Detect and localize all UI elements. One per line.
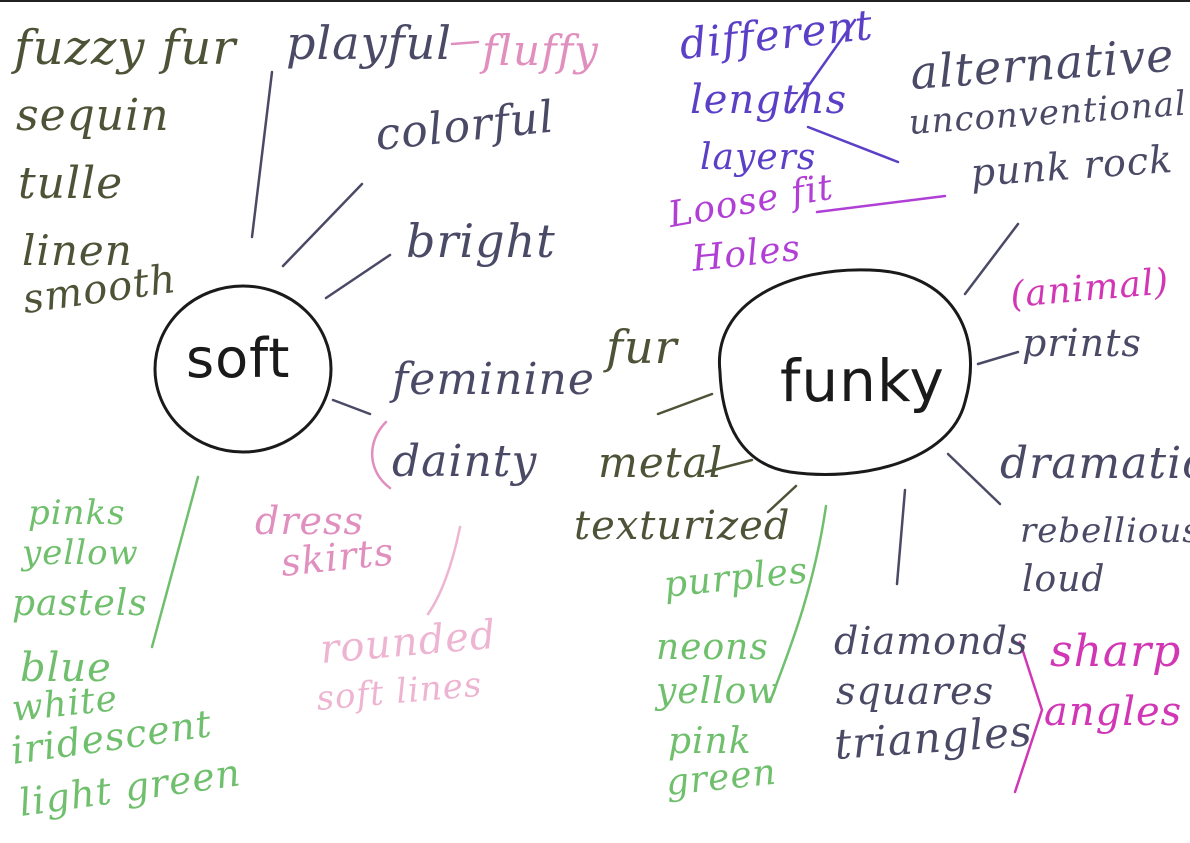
texture-metal: metal	[598, 438, 724, 487]
trait-playful: playful	[286, 16, 452, 70]
cut-layers: layers	[700, 137, 817, 178]
trait-bright: bright	[406, 214, 556, 268]
material-fuzzy-fur: fuzzy fur	[14, 20, 237, 76]
prints-label: prints	[1022, 321, 1142, 365]
funky-color-neons: neons	[656, 627, 769, 668]
hub-funky: funky	[780, 347, 945, 415]
trait-feminine: feminine	[392, 354, 595, 405]
connector-soft-colors	[150, 475, 200, 649]
soft-color-yellow: yellow	[22, 533, 139, 573]
angles-label: angles	[1044, 689, 1183, 735]
mood-dramatic: dramatic	[1000, 438, 1190, 489]
connector-playful	[250, 70, 274, 239]
mood-loud: loud	[1022, 559, 1106, 600]
material-sequin: sequin	[16, 90, 170, 141]
connector-metal	[704, 458, 754, 474]
mood-rebellious: rebellious	[1020, 511, 1190, 551]
texture-fur: fur	[606, 320, 678, 374]
trait-fluffy: fluffy	[482, 26, 599, 75]
skirts-label: skirts	[278, 529, 397, 585]
soft-color-pastels: pastels	[12, 583, 148, 624]
soft-hub-circle	[153, 284, 333, 454]
connector-fur	[656, 392, 714, 416]
connector-shapes	[895, 488, 907, 586]
connector-dramatic	[946, 452, 1002, 506]
dress-label: dress	[255, 499, 364, 543]
connector-bright	[324, 253, 392, 300]
shape-diamonds: diamonds	[834, 619, 1029, 663]
connector-colorful	[281, 182, 364, 268]
connector-prints	[976, 350, 1020, 366]
connector-lengths-slash	[788, 18, 857, 114]
material-linen: linen	[22, 226, 133, 275]
connector-lengths	[806, 125, 900, 164]
connector-texturized	[766, 484, 798, 514]
texture-texturized: texturized	[574, 503, 791, 549]
funky-hub-circle	[717, 268, 972, 476]
connector-feminine	[331, 398, 372, 416]
soft-color-blue: blue	[20, 645, 112, 691]
funky-color-pink: pink	[668, 721, 752, 762]
connector-punk-rock	[963, 222, 1020, 296]
connector-fluffy	[450, 40, 480, 46]
cut-lengths: lengths	[690, 77, 848, 123]
sharp-label: sharp	[1050, 626, 1182, 677]
funky-color-yellow: yellow	[656, 671, 780, 712]
soft-color-pinks: pinks	[28, 493, 126, 533]
bracket-dress	[371, 420, 392, 490]
bracket-sharp	[1013, 640, 1044, 794]
material-tulle: tulle	[18, 158, 124, 209]
connector-rounded	[426, 525, 462, 616]
connector-funky-colors	[768, 504, 828, 704]
trait-dainty: dainty	[392, 436, 538, 487]
connector-loose-fit	[815, 194, 947, 214]
shape-squares: squares	[836, 669, 995, 713]
hub-soft: soft	[186, 327, 291, 390]
